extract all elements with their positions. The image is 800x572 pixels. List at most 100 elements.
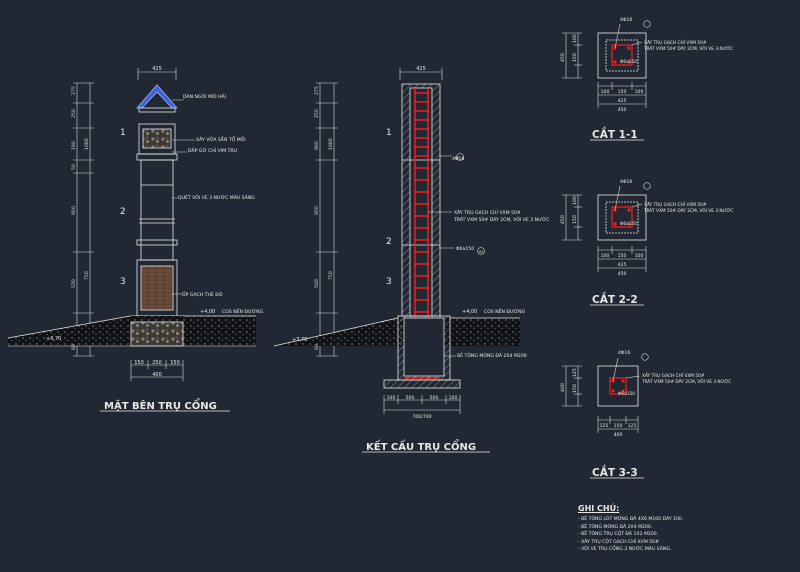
side-top-dim: 425 — [152, 66, 162, 72]
section-3-stirrup: Φ6a150 — [618, 391, 635, 397]
side-section-mark-1: 1 — [120, 128, 126, 138]
structure-section-mark-2: 2 — [386, 237, 392, 247]
structure-rebar-label: 4Φ16 — [452, 156, 464, 162]
structure-bottom-dim-3: 500 — [430, 395, 439, 401]
section-1-bottom-sub: 425 — [618, 98, 627, 104]
section-2-side-dim-2: 100 — [572, 196, 578, 205]
side-bottom-dim-3: 150 — [170, 360, 180, 366]
section-2-stirrup: Φ6a150 — [620, 221, 637, 227]
side-view-drawing — [7, 68, 256, 412]
structure-level-label: COS NỀN ĐƯỜNG — [484, 307, 526, 315]
side-bottom-dim-2: 250 — [152, 360, 162, 366]
structure-bottom-dim-4: 100 — [449, 395, 458, 401]
side-level-top: +4,00 — [200, 309, 215, 315]
structure-note-2: TRÁT VXM 50# DÀY 2CM, VÔI VE 3 NƯỚC — [453, 216, 549, 223]
structure-section-mark-3: 3 — [386, 277, 392, 287]
side-vdim-3: 1080 — [84, 138, 90, 150]
structure-top-dim: 425 — [416, 66, 426, 72]
structure-vdim-5: 950 — [314, 206, 320, 215]
section-3-bottom-total: 400 — [614, 432, 623, 438]
notes-line: - BÊ TÔNG MÓNG ĐÁ 2X4 M200. — [578, 524, 653, 530]
side-note-2: ĐẮP GỜ CHỈ VIM TRỰ — [188, 146, 238, 154]
section-1-side-dim-2: 100 — [572, 34, 578, 43]
section-3-bottom-dim-1: 125 — [600, 423, 609, 429]
section-2-2-drawing — [562, 182, 651, 306]
notes-line: - BÊ TÔNG TRỤ CỘT ĐÁ 1X2 M200. — [578, 532, 659, 538]
structure-drawing — [273, 68, 520, 453]
section-2-side-dim-1: 450 — [560, 215, 566, 224]
structure-callout-1: 01 — [455, 156, 460, 160]
structure-vdim-6: 500 — [314, 279, 320, 288]
side-section-mark-3: 3 — [120, 277, 126, 287]
side-note-1: XÂY VỮA SẴN TỔ MỐI — [196, 135, 246, 143]
section-3-title: CẮT 3-3 — [592, 464, 638, 479]
notes-line: - VÔI VE TRỤ CỔNG 3 NƯỚC MÀU SÁNG. — [578, 547, 672, 553]
section-2-rebar: 4Φ16 — [620, 179, 632, 185]
structure-title: KẾT CẤU TRỤ CỔNG — [366, 438, 476, 453]
structure-vdim-7: 750 — [328, 271, 334, 280]
side-vdim-7: 530 — [71, 279, 77, 288]
section-2-title: CẮT 2-2 — [592, 291, 638, 306]
section-1-side-dim-1: 450 — [560, 53, 566, 62]
section-3-note-1: XÂY TRỤ GẠCH CHỈ VXM 50# — [642, 371, 705, 379]
section-1-bottom-dim-2: 150 — [618, 89, 627, 95]
side-view-title: MẶT BÊN TRỤ CỔNG — [104, 397, 217, 412]
section-2-bottom-sub: 425 — [618, 262, 627, 268]
structure-stirrup-label: Φ6a150 — [456, 246, 474, 252]
structure-level-left: +3,70 — [292, 337, 307, 343]
section-1-note-2: TRÁT VXM 50# DÀY 2CM, VÔI VE 3 NƯỚC — [643, 45, 733, 52]
structure-level-top: +4,00 — [462, 309, 477, 315]
structure-vdim-2: 250 — [314, 109, 320, 118]
side-level-label: COS NỀN ĐƯỜNG — [222, 307, 264, 315]
side-roof-label: DÁN NGÓI MŨI HÀI — [183, 93, 226, 100]
section-1-side-dim-3: 150 — [572, 53, 578, 62]
section-1-bottom-dim-3: 100 — [635, 89, 644, 95]
side-vdim-9: 60 — [71, 344, 77, 350]
side-bottom-total: 400 — [152, 372, 162, 378]
section-3-bottom-dim-3: 125 — [628, 423, 637, 429]
section-2-side-dim-3: 150 — [572, 215, 578, 224]
section-3-side-dim-3: 150 — [572, 384, 578, 393]
section-1-bottom-total: 450 — [618, 107, 627, 113]
side-vdim-2: 250 — [71, 109, 77, 118]
structure-note-1: XÂY TRỤ GẠCH CHỈ VXM 50# — [454, 208, 521, 216]
side-note-4: ỐP GẠCH THẺ ĐỎ — [182, 290, 223, 298]
structure-vdim-1: 275 — [314, 86, 320, 95]
section-2-bottom-dim-2: 150 — [618, 253, 627, 259]
section-2-note-2: TRÁT VXM 50# DÀY 2CM, VÔI VE 3 NƯỚC — [643, 207, 733, 214]
structure-bottom-total: 700/700 — [412, 414, 431, 420]
section-1-note-1: XÂY TRỤ GẠCH CHỈ VXM 50# — [644, 38, 707, 46]
notes-line: - XÂY TRỤ CỘT GẠCH CHỈ XVM 50# — [578, 539, 659, 545]
structure-callout-2: 02 — [479, 250, 484, 254]
side-vdim-6: 950 — [71, 206, 77, 215]
section-2-bottom-dim-1: 100 — [601, 253, 610, 259]
structure-section-mark-1: 1 — [386, 128, 392, 138]
side-note-3: QUÉT VÔI VE 3 NƯỚC MÀU SÁNG — [178, 193, 255, 201]
notes-heading: GHI CHÚ: — [578, 504, 620, 513]
side-level-left: +3,70 — [46, 336, 61, 342]
side-vdim-4: 190 — [71, 141, 77, 150]
section-2-bottom-dim-3: 100 — [635, 253, 644, 259]
structure-vdim-3: 900 — [314, 141, 320, 150]
section-3-bottom-dim-2: 150 — [614, 423, 623, 429]
section-2-note-1: XÂY TRỤ GẠCH CHỈ VXM 50# — [644, 200, 707, 208]
side-bottom-dim-1: 150 — [134, 360, 144, 366]
section-3-rebar: 4Φ16 — [618, 350, 630, 356]
side-section-mark-2: 2 — [120, 207, 126, 217]
section-1-1-drawing — [562, 20, 651, 141]
section-1-stirrup: Φ6a150 — [620, 59, 637, 65]
section-1-bottom-dim-1: 100 — [601, 89, 610, 95]
section-3-note-2: TRÁT VXM 50# DÀY 2CM, VÔI VE 3 NƯỚC — [641, 378, 731, 385]
structure-vdim-8: 60 — [314, 344, 320, 350]
structure-bottom-dim-1: 100 — [387, 395, 396, 401]
structure-vdim-4: 1080 — [328, 138, 334, 150]
section-1-title: CẮT 1-1 — [592, 126, 638, 141]
general-notes: GHI CHÚ: - BÊ TÔNG LÓT MÓNG ĐÁ 4X6 M100 … — [578, 504, 683, 554]
structure-foundation-note: BÊ TÔNG MÓNG ĐÁ 2X4 M200 — [457, 351, 527, 359]
notes-line: - BÊ TÔNG LÓT MÓNG ĐÁ 4X6 M100 DÀY 100. — [578, 517, 684, 522]
section-3-side-dim-1: 400 — [560, 383, 566, 392]
side-vdim-8: 750 — [84, 271, 90, 280]
section-3-3-drawing — [562, 353, 649, 479]
side-vdim-5: 50 — [71, 164, 77, 170]
